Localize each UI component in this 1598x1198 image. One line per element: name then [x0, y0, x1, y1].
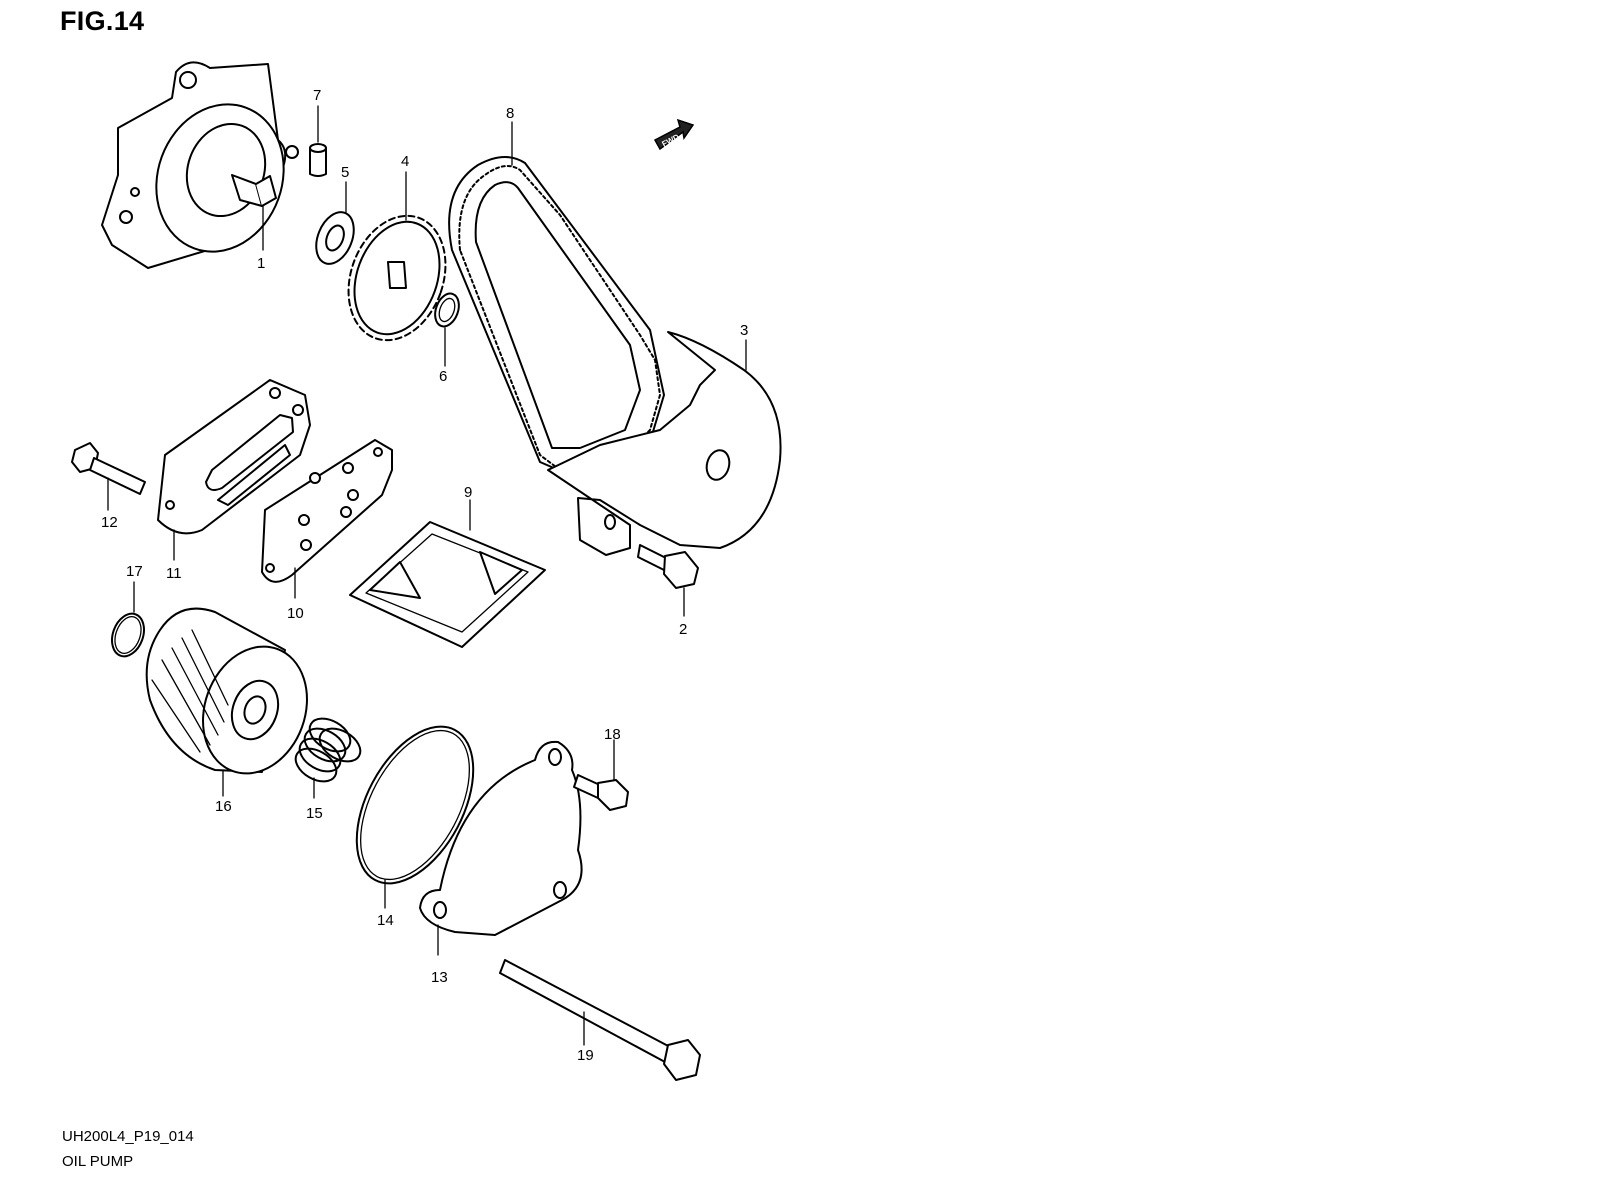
oil-pump-body[interactable] [101, 61, 304, 269]
part-label-10: 10 [287, 605, 304, 622]
filter-cap[interactable] [419, 740, 583, 956]
filter-spring[interactable] [290, 712, 366, 799]
part-label-17: 17 [126, 563, 143, 580]
oil-filter[interactable] [145, 607, 325, 797]
part-label-1: 1 [257, 255, 265, 272]
part-label-15: 15 [306, 805, 323, 822]
dowel-pin[interactable] [309, 105, 327, 177]
part-label-3: 3 [740, 322, 748, 339]
part-label-6: 6 [439, 368, 447, 385]
cap-bolt-long[interactable] [499, 959, 701, 1081]
part-label-11: 11 [166, 565, 182, 582]
cap-bolt-short[interactable] [573, 739, 629, 811]
part-label-19: 19 [577, 1047, 594, 1064]
part-label-8: 8 [506, 105, 514, 122]
oil-strainer[interactable] [349, 499, 546, 648]
part-label-18: 18 [604, 726, 621, 743]
part-label-5: 5 [341, 164, 349, 181]
part-label-9: 9 [464, 484, 472, 501]
chain-guide-housing[interactable] [547, 331, 782, 556]
oil-pump-sprocket[interactable] [332, 171, 462, 354]
fwd-arrow-icon: FWD [653, 118, 695, 151]
figure-name: OIL PUMP [62, 1153, 134, 1170]
drive-chain[interactable] [448, 121, 665, 476]
part-label-14: 14 [377, 912, 394, 929]
part-label-7: 7 [313, 87, 321, 104]
gasket[interactable] [261, 439, 393, 599]
figure-title: FIG.14 [60, 6, 145, 36]
o-ring-large[interactable] [333, 707, 498, 909]
guide-bolt[interactable] [637, 544, 699, 617]
washer[interactable] [309, 181, 361, 269]
part-label-4: 4 [401, 153, 409, 170]
part-label-2: 2 [679, 621, 687, 638]
part-label-16: 16 [215, 798, 232, 815]
strainer-cover[interactable] [157, 379, 311, 561]
part-label-12: 12 [101, 514, 118, 531]
cover-bolt[interactable] [71, 442, 146, 511]
circlip[interactable] [431, 290, 463, 367]
figure-code: UH200L4_P19_014 [62, 1128, 194, 1145]
o-ring-small[interactable] [106, 581, 149, 661]
part-label-13: 13 [431, 969, 448, 986]
